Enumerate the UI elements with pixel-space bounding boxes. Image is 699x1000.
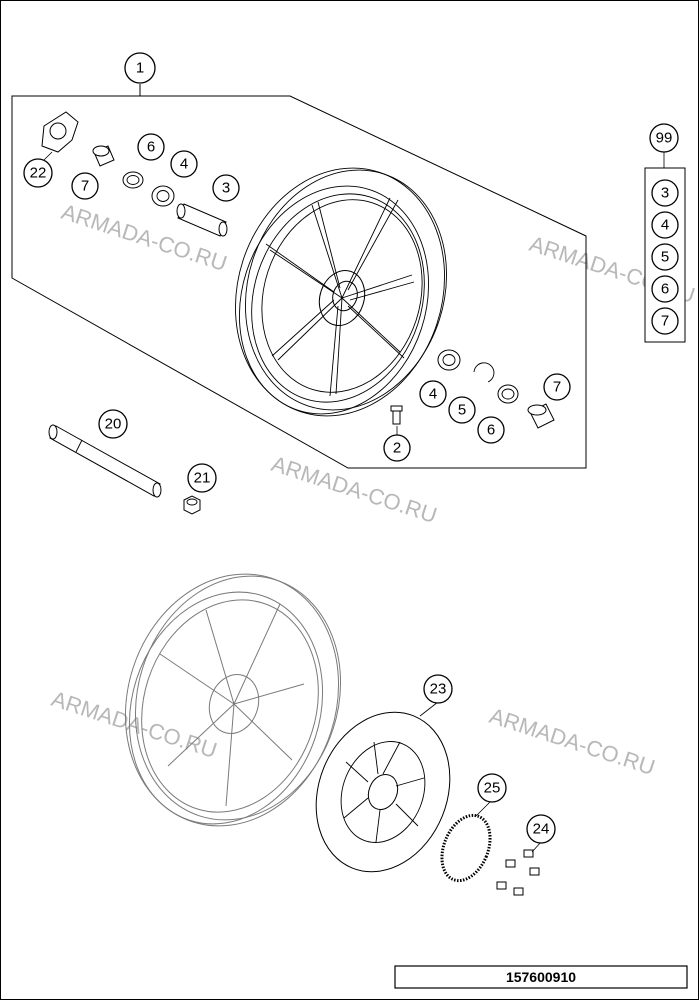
callout-2[interactable]: 2	[383, 434, 411, 462]
callout-24-label: 24	[533, 821, 550, 838]
watermark: ARMADA-CO.RU	[486, 703, 658, 780]
part-2-valve	[390, 405, 403, 425]
callout-23-label: 23	[430, 681, 447, 698]
callout-99-label: 99	[656, 130, 673, 147]
part-7-spacer-upper	[92, 145, 115, 167]
callout-7-lower[interactable]: 7	[543, 373, 571, 401]
callout-1[interactable]: 1	[124, 52, 156, 84]
callout-4-label: 4	[429, 386, 437, 403]
callout-7-upper[interactable]: 7	[71, 172, 99, 200]
part-20-axle	[48, 424, 162, 498]
callout-25[interactable]: 25	[477, 773, 507, 803]
callout-99[interactable]: 99	[649, 123, 679, 153]
callout-6-upper[interactable]: 6	[137, 133, 165, 161]
kit-item-label: 4	[661, 217, 669, 234]
callout-5[interactable]: 5	[448, 396, 476, 424]
callout-23[interactable]: 23	[423, 674, 453, 704]
callout-22[interactable]: 22	[23, 158, 53, 188]
callout-1-label: 1	[136, 60, 144, 77]
callout-6-lower[interactable]: 6	[477, 416, 505, 444]
assembly-outline	[11, 95, 587, 469]
callout-4-label: 4	[180, 156, 188, 173]
callout-21[interactable]: 21	[187, 463, 217, 493]
kit-item[interactable]: 5	[651, 243, 679, 271]
callout-6-label: 6	[487, 422, 495, 439]
reference-number: 157600910	[506, 969, 576, 985]
part-4-bearing-lower	[437, 349, 461, 371]
leader-lines	[139, 84, 665, 853]
part-23-brake-disc	[315, 711, 451, 873]
kit-item[interactable]: 6	[651, 275, 679, 303]
watermark: ARMADA-CO.RU	[58, 199, 230, 276]
callout-25-label: 25	[484, 780, 501, 797]
part-24-screws	[496, 849, 540, 896]
callout-6-label: 6	[147, 139, 155, 156]
callout-5-label: 5	[458, 402, 466, 419]
kit-item[interactable]: 4	[651, 211, 679, 239]
part-21-axle-nut	[183, 495, 201, 515]
kit-item-label: 5	[661, 249, 669, 266]
callout-22-label: 22	[30, 165, 47, 182]
callout-20[interactable]: 20	[98, 409, 128, 439]
callout-7-label: 7	[81, 178, 89, 195]
kit-item-label: 3	[661, 185, 669, 202]
callout-24[interactable]: 24	[526, 814, 556, 844]
watermark: ARMADA-CO.RU	[48, 686, 220, 763]
callout-3-label: 3	[222, 180, 230, 197]
front-wheel-assembly	[235, 167, 447, 417]
callout-2-label: 2	[393, 440, 401, 457]
callout-21-label: 21	[194, 470, 211, 487]
callout-4-upper[interactable]: 4	[170, 150, 198, 178]
callout-7-label: 7	[553, 379, 561, 396]
callout-20-label: 20	[105, 416, 122, 433]
part-25-sensor-ring	[440, 813, 492, 883]
kit-item-label: 6	[661, 281, 669, 298]
part-3-spacer-tube	[176, 203, 228, 237]
part-4-bearing-upper	[151, 185, 175, 207]
callout-3[interactable]: 3	[212, 174, 240, 202]
kit-item[interactable]: 3	[651, 179, 679, 207]
kit-item-label: 7	[661, 313, 669, 330]
reference-box: 157600910	[394, 965, 688, 989]
front-wheel-reference	[124, 573, 342, 827]
part-6-seal-lower	[497, 384, 519, 404]
callout-4-lower[interactable]: 4	[419, 380, 447, 408]
part-22-plate	[41, 111, 79, 153]
part-5-circlip	[473, 362, 495, 383]
kit-item[interactable]: 7	[651, 307, 679, 335]
watermark: ARMADA-CO.RU	[268, 451, 440, 528]
part-6-seal-upper	[122, 171, 144, 189]
part-7-spacer-lower	[527, 403, 555, 429]
